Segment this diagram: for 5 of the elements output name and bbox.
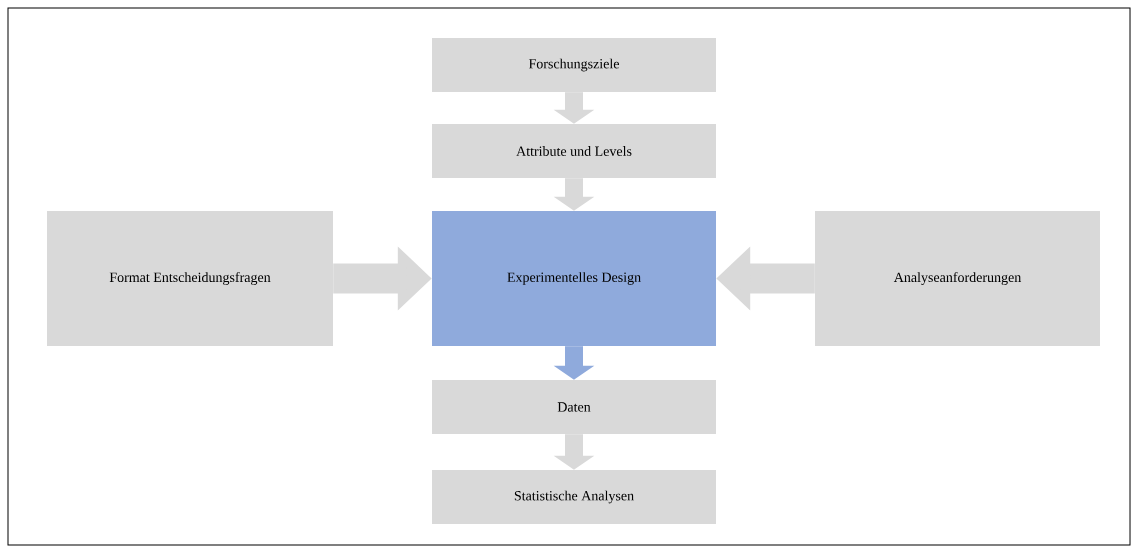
- process-box: Forschungsziele: [432, 38, 716, 92]
- process-box: Format Entscheidungsfragen: [47, 211, 333, 346]
- process-box: Daten: [432, 380, 716, 434]
- process-box: Analyseanforderungen: [815, 211, 1100, 346]
- process-box: Experimentelles Design: [432, 211, 716, 346]
